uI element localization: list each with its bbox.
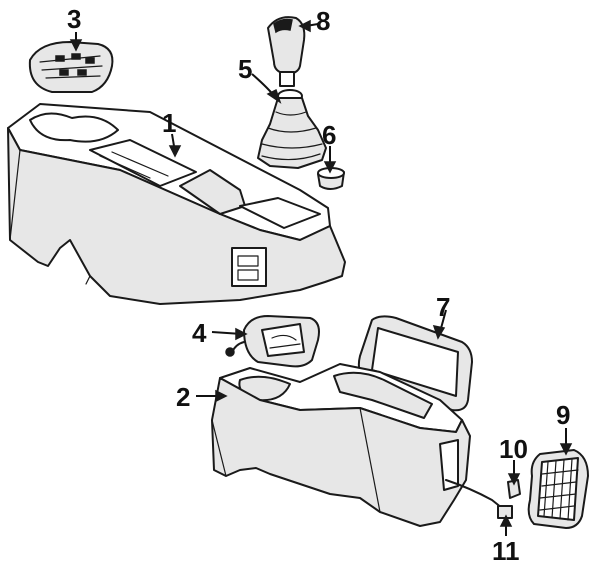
part-11-connector (445, 479, 513, 519)
part-3-trim-plate (28, 41, 114, 93)
callout-5: 5 (238, 54, 252, 84)
leader-lines (69, 19, 573, 536)
part-1-upper-console (7, 103, 346, 305)
callout-11: 11 (492, 536, 520, 566)
part-4-shifter-bezel (225, 315, 320, 368)
callout-8: 8 (316, 6, 330, 36)
part-5-shift-boot (257, 89, 327, 169)
part-6-plug (317, 167, 345, 190)
part-9-vent-grille (527, 449, 589, 529)
callout-numbers: 1 2 3 4 5 6 7 8 9 10 11 (67, 4, 570, 566)
callout-9: 9 (556, 400, 570, 430)
callout-4: 4 (192, 318, 207, 348)
callout-10: 10 (499, 434, 528, 464)
callout-3: 3 (67, 4, 81, 34)
callout-1: 1 (162, 108, 176, 138)
callout-7: 7 (436, 292, 450, 322)
callout-2: 2 (176, 382, 190, 412)
callout-6: 6 (322, 120, 336, 150)
part-2-lower-console (211, 363, 471, 527)
part-8-shift-knob (267, 16, 306, 87)
